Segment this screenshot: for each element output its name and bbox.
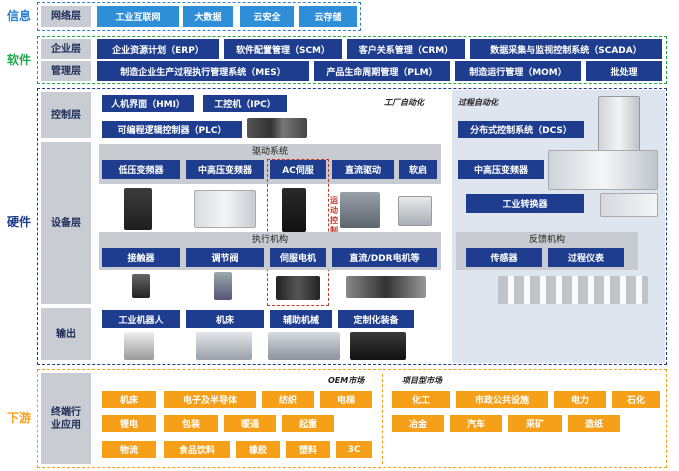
feedback-item: 过程仪表	[548, 248, 624, 267]
drive-system-title: 驱动系统	[251, 146, 288, 157]
control-dcs: 分布式控制系统（DCS）	[458, 121, 584, 138]
mv-drive-image	[194, 190, 256, 228]
dc-motor-image	[346, 276, 426, 298]
layer-label-network: 网络层	[41, 6, 91, 27]
actuator-item: 调节阀	[186, 248, 264, 267]
low-voltage-drive-image	[124, 188, 152, 230]
sensor-images	[498, 276, 648, 304]
drive-item: 直流驱动	[332, 160, 394, 179]
oem-item: 3C	[336, 441, 372, 458]
management-item: 制造运行管理（MOM）	[455, 61, 581, 81]
output-item: 辅助机械	[270, 310, 332, 328]
feedback-item: 传感器	[466, 248, 542, 267]
output-item: 工业机器人	[102, 310, 180, 328]
contactor-image	[132, 274, 150, 298]
control-ipc: 工控机（IPC）	[203, 95, 287, 112]
oem-item: 电子及半导体	[164, 391, 256, 408]
process-automation-title: 过程自动化	[458, 98, 498, 107]
oem-item: 起重	[282, 415, 334, 432]
output-item: 定制化装备	[338, 310, 414, 328]
oem-item: 物流	[102, 441, 156, 458]
section-label-info: 信息	[6, 8, 31, 23]
section-label-hardware: 硬件	[6, 214, 31, 229]
machine-tool-image	[196, 332, 252, 360]
section-label-software: 软件	[6, 52, 31, 67]
drive-item: 中高压变频器	[186, 160, 264, 179]
enterprise-item: 软件配置管理（SCM）	[224, 39, 342, 59]
layer-label-enterprise: 企业层	[41, 39, 91, 59]
layer-label-management: 管理层	[41, 61, 91, 81]
servo-motor-image	[276, 276, 320, 300]
layer-label-device: 设备层	[41, 142, 91, 304]
network-item: 云安全	[240, 6, 294, 27]
oem-item: 橡胶	[236, 441, 280, 458]
plc-device-image	[247, 118, 307, 138]
control-plc: 可编程逻辑控制器（PLC）	[102, 121, 242, 138]
enterprise-item: 数据采集与监视控制系统（SCADA）	[470, 39, 662, 59]
management-item: 产品生命周期管理（PLM）	[314, 61, 450, 81]
project-market-title: 项目型市场	[402, 376, 442, 385]
oem-item: 塑料	[286, 441, 330, 458]
oem-item: 纺织	[262, 391, 314, 408]
oem-item: 电梯	[320, 391, 372, 408]
dcs-cabinet-image	[598, 96, 640, 152]
motion-control-label: 运动控制	[330, 196, 338, 235]
control-valve-image	[214, 272, 232, 300]
aux-machinery-image	[268, 332, 340, 360]
robot-image	[124, 332, 154, 360]
network-item: 大数据	[183, 6, 233, 27]
management-item: 制造企业生产过程执行管理系统（MES）	[97, 61, 309, 81]
drive-item: 低压变频器	[102, 160, 180, 179]
info-section-frame	[37, 2, 361, 31]
process-drive-image	[548, 150, 658, 190]
ac-servo-image	[282, 188, 306, 232]
factory-automation-title: 工厂自动化	[384, 98, 424, 107]
section-label-downstream: 下游	[6, 410, 31, 425]
oem-item: 锂电	[102, 415, 156, 432]
project-item: 石化	[612, 391, 660, 408]
project-item: 汽车	[450, 415, 502, 432]
actuator-item: 接触器	[102, 248, 180, 267]
layer-label-output: 输出	[41, 308, 91, 360]
network-item: 工业互联网	[97, 6, 179, 27]
layer-label-control: 控制层	[41, 92, 91, 138]
enterprise-item: 企业资源计划（ERP）	[97, 39, 219, 59]
feedback-title: 反馈机构	[528, 234, 565, 245]
actuator-title: 执行机构	[251, 234, 288, 245]
network-item: 云存储	[299, 6, 357, 27]
soft-start-image	[398, 196, 432, 226]
actuator-item: 伺服电机	[270, 248, 326, 267]
oem-item: 包装	[164, 415, 218, 432]
oem-project-divider	[382, 374, 383, 464]
oem-item: 暖通	[224, 415, 276, 432]
drive-item: 软启	[399, 160, 437, 179]
industry-label-text: 终端行业应用	[51, 406, 81, 431]
control-hmi: 人机界面（HMI）	[102, 95, 194, 112]
project-item: 造纸	[568, 415, 620, 432]
enterprise-item: 客户关系管理（CRM）	[347, 39, 465, 59]
project-item: 冶金	[392, 415, 444, 432]
process-mv-drive: 中高压变频器	[458, 160, 544, 179]
oem-item: 食品饮料	[164, 441, 230, 458]
layer-label-industry: 终端行业应用	[41, 373, 91, 464]
project-item: 采矿	[508, 415, 562, 432]
drive-item: AC伺服	[270, 160, 326, 179]
software-section-frame	[37, 36, 667, 84]
oem-item: 机床	[102, 391, 156, 408]
project-item: 化工	[392, 391, 450, 408]
converter-image	[600, 193, 658, 217]
management-item: 批处理	[586, 61, 662, 81]
oem-market-title: OEM市场	[328, 376, 365, 385]
project-item: 电力	[554, 391, 606, 408]
output-item: 机床	[186, 310, 264, 328]
downstream-section-frame	[37, 369, 667, 468]
actuator-item: 直流/DDR电机等	[332, 248, 437, 267]
industrial-converter: 工业转换器	[466, 194, 584, 213]
dc-drive-image	[340, 192, 380, 228]
custom-equipment-image	[350, 332, 406, 360]
project-item: 市政公共设施	[456, 391, 548, 408]
hardware-section-frame	[37, 88, 667, 365]
